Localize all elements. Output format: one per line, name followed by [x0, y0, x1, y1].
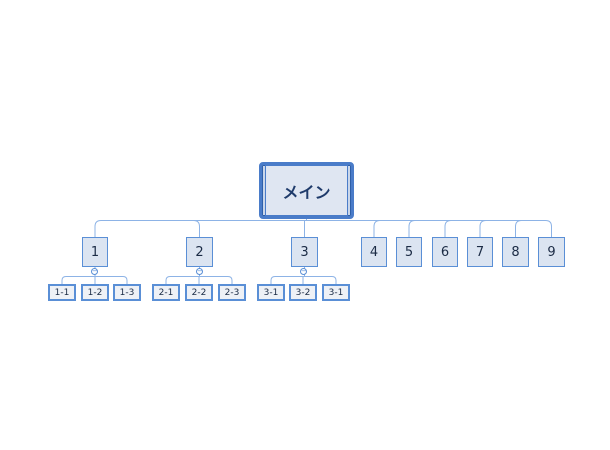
- drop-line-9: [545, 220, 552, 237]
- leaf-node-1-2[interactable]: 1-2: [81, 284, 109, 301]
- leaf-connector-1-1: [61, 276, 67, 284]
- node-4[interactable]: 4: [361, 237, 387, 267]
- leaf-connector-2-3: [227, 276, 233, 284]
- leaf-connector-1-3: [122, 276, 128, 284]
- root-node[interactable]: メイン: [259, 162, 354, 219]
- drop-line-5: [408, 220, 416, 237]
- leaf-connector-3-1: [270, 276, 276, 284]
- leaf-node-1-3[interactable]: 1-3: [113, 284, 141, 301]
- leaf-connector-2-1: [165, 276, 171, 284]
- collapse-toggle-1[interactable]: −: [91, 267, 98, 275]
- node-7[interactable]: 7: [467, 237, 493, 267]
- node-8[interactable]: 8: [502, 237, 529, 267]
- leaf-node-2-3[interactable]: 2-3: [218, 284, 246, 301]
- root-node-label: メイン: [265, 165, 348, 216]
- collapse-toggle-3[interactable]: −: [300, 267, 307, 275]
- node-6[interactable]: 6: [432, 237, 458, 267]
- collapse-toggle-2[interactable]: −: [196, 267, 203, 275]
- leaf-node-3-1[interactable]: 3-1: [257, 284, 285, 301]
- leaf-node-1-1[interactable]: 1-1: [48, 284, 76, 301]
- leaf-node-3-2[interactable]: 3-2: [289, 284, 317, 301]
- drop-line-4: [373, 220, 381, 237]
- drop-line-8: [515, 220, 522, 237]
- drop-line-6: [444, 220, 452, 237]
- node-9[interactable]: 9: [538, 237, 565, 267]
- leaf-node-2-2[interactable]: 2-2: [185, 284, 213, 301]
- drop-line-2: [193, 220, 200, 237]
- drop-line-7: [479, 220, 487, 237]
- node-5[interactable]: 5: [396, 237, 422, 267]
- node-2[interactable]: 2: [186, 237, 213, 267]
- drop-line-1: [94, 220, 102, 237]
- node-3[interactable]: 3: [291, 237, 318, 267]
- leaf-connector-3-3: [331, 276, 337, 284]
- node-1[interactable]: 1: [82, 237, 108, 267]
- leaf-node-3-1b[interactable]: 3-1: [322, 284, 350, 301]
- leaf-node-2-1[interactable]: 2-1: [152, 284, 180, 301]
